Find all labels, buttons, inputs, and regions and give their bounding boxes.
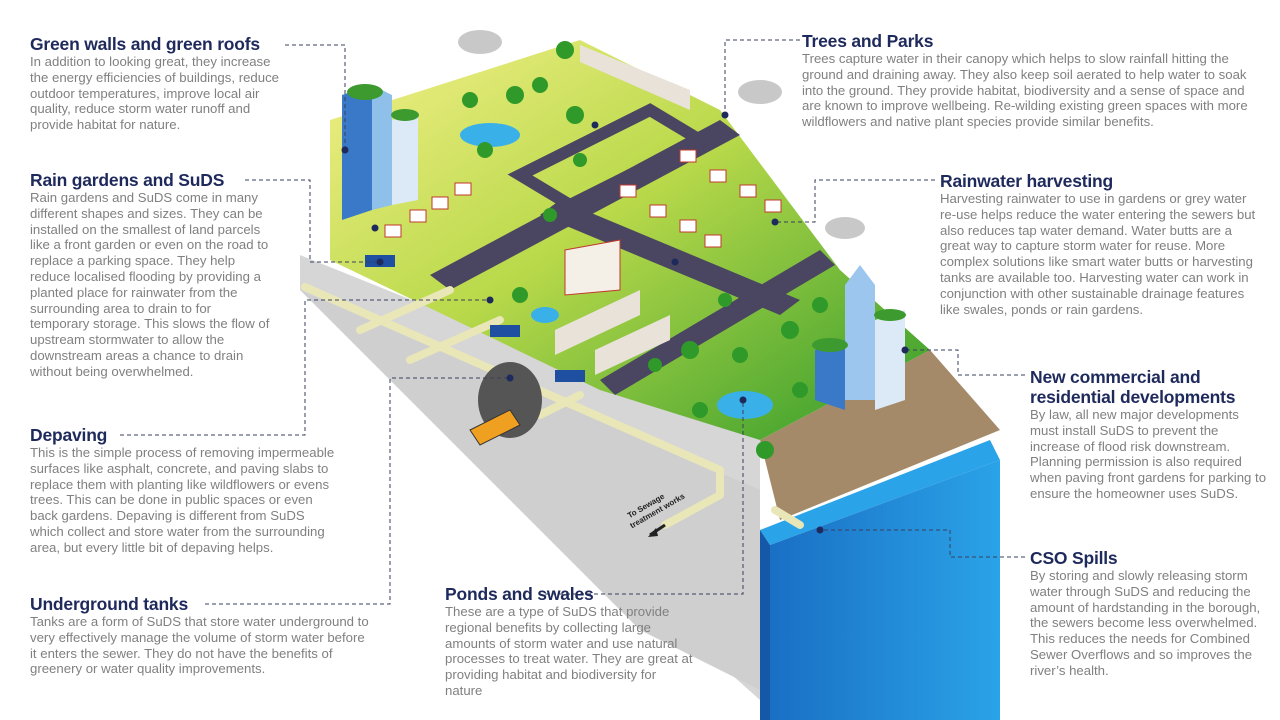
section-cso-spills: CSO Spills By storing and slowly releasi… (1030, 548, 1270, 679)
pond-icon (460, 123, 520, 147)
soil-bank (760, 350, 1000, 520)
houses-icon (384, 149, 782, 248)
section-title: Green walls and green roofs (30, 34, 260, 54)
pond-icon (531, 307, 559, 323)
section-new-developments: New commercial and residential developme… (1030, 367, 1270, 502)
connector-dots (341, 111, 909, 534)
section-title: Ponds and swales (445, 584, 594, 604)
section-body: Harvesting rainwater to use in gardens o… (940, 191, 1256, 317)
rain-cloud-icon (458, 30, 865, 239)
river-front-face (760, 530, 770, 720)
sewage-arrow-head (648, 528, 658, 537)
train-icon (469, 409, 521, 446)
section-title: Underground tanks (30, 594, 188, 614)
section-body: Rain gardens and SuDS come in many diffe… (30, 190, 270, 379)
section-title: Trees and Parks (802, 31, 934, 51)
underground-tanks-icon (365, 255, 585, 382)
section-title: Rain gardens and SuDS (30, 170, 225, 190)
river-block (770, 460, 1000, 720)
section-rainwater-harvesting: Rainwater harvesting Harvesting rainwate… (940, 171, 1260, 317)
river-block-top (760, 440, 1000, 545)
section-body: By storing and slowly releasing storm wa… (1030, 568, 1261, 678)
section-body: Tanks are a form of SuDS that store wate… (30, 614, 369, 677)
sewer-pipes-icon (301, 283, 804, 529)
cross-road (540, 200, 800, 315)
commercial-tower-icon (812, 265, 906, 410)
section-trees-parks: Trees and Parks Trees capture water in t… (802, 31, 1262, 130)
diagonal-road (600, 250, 835, 395)
section-title: New commercial and residential developme… (1030, 367, 1236, 407)
road-loop (507, 103, 713, 212)
apartment-blocks-icon (555, 45, 690, 375)
section-title: Rainwater harvesting (940, 171, 1113, 191)
green-roof-tower-icon (342, 84, 419, 220)
section-title: Depaving (30, 425, 108, 445)
section-underground-tanks: Underground tanks Tanks are a form of Su… (30, 594, 370, 677)
pond-icon (717, 391, 773, 419)
section-body: Trees capture water in their canopy whic… (802, 51, 1248, 130)
section-green-walls: Green walls and green roofs In addition … (30, 34, 292, 133)
section-body: In addition to looking great, they incre… (30, 54, 280, 133)
trees-icon (462, 41, 828, 459)
section-title: CSO Spills (1030, 548, 1118, 568)
connector-lines (120, 39, 1025, 605)
section-depaving: Depaving This is the simple process of r… (30, 425, 335, 556)
section-rain-gardens: Rain gardens and SuDS Rain gardens and S… (30, 170, 270, 380)
section-body: This is the simple process of removing i… (30, 445, 335, 555)
ground-cross-section (300, 290, 760, 690)
section-ponds-swales: Ponds and swales These are a type of SuD… (445, 584, 695, 699)
section-body: By law, all new major developments must … (1030, 407, 1267, 501)
section-body: These are a type of SuDS that provide re… (445, 604, 693, 698)
